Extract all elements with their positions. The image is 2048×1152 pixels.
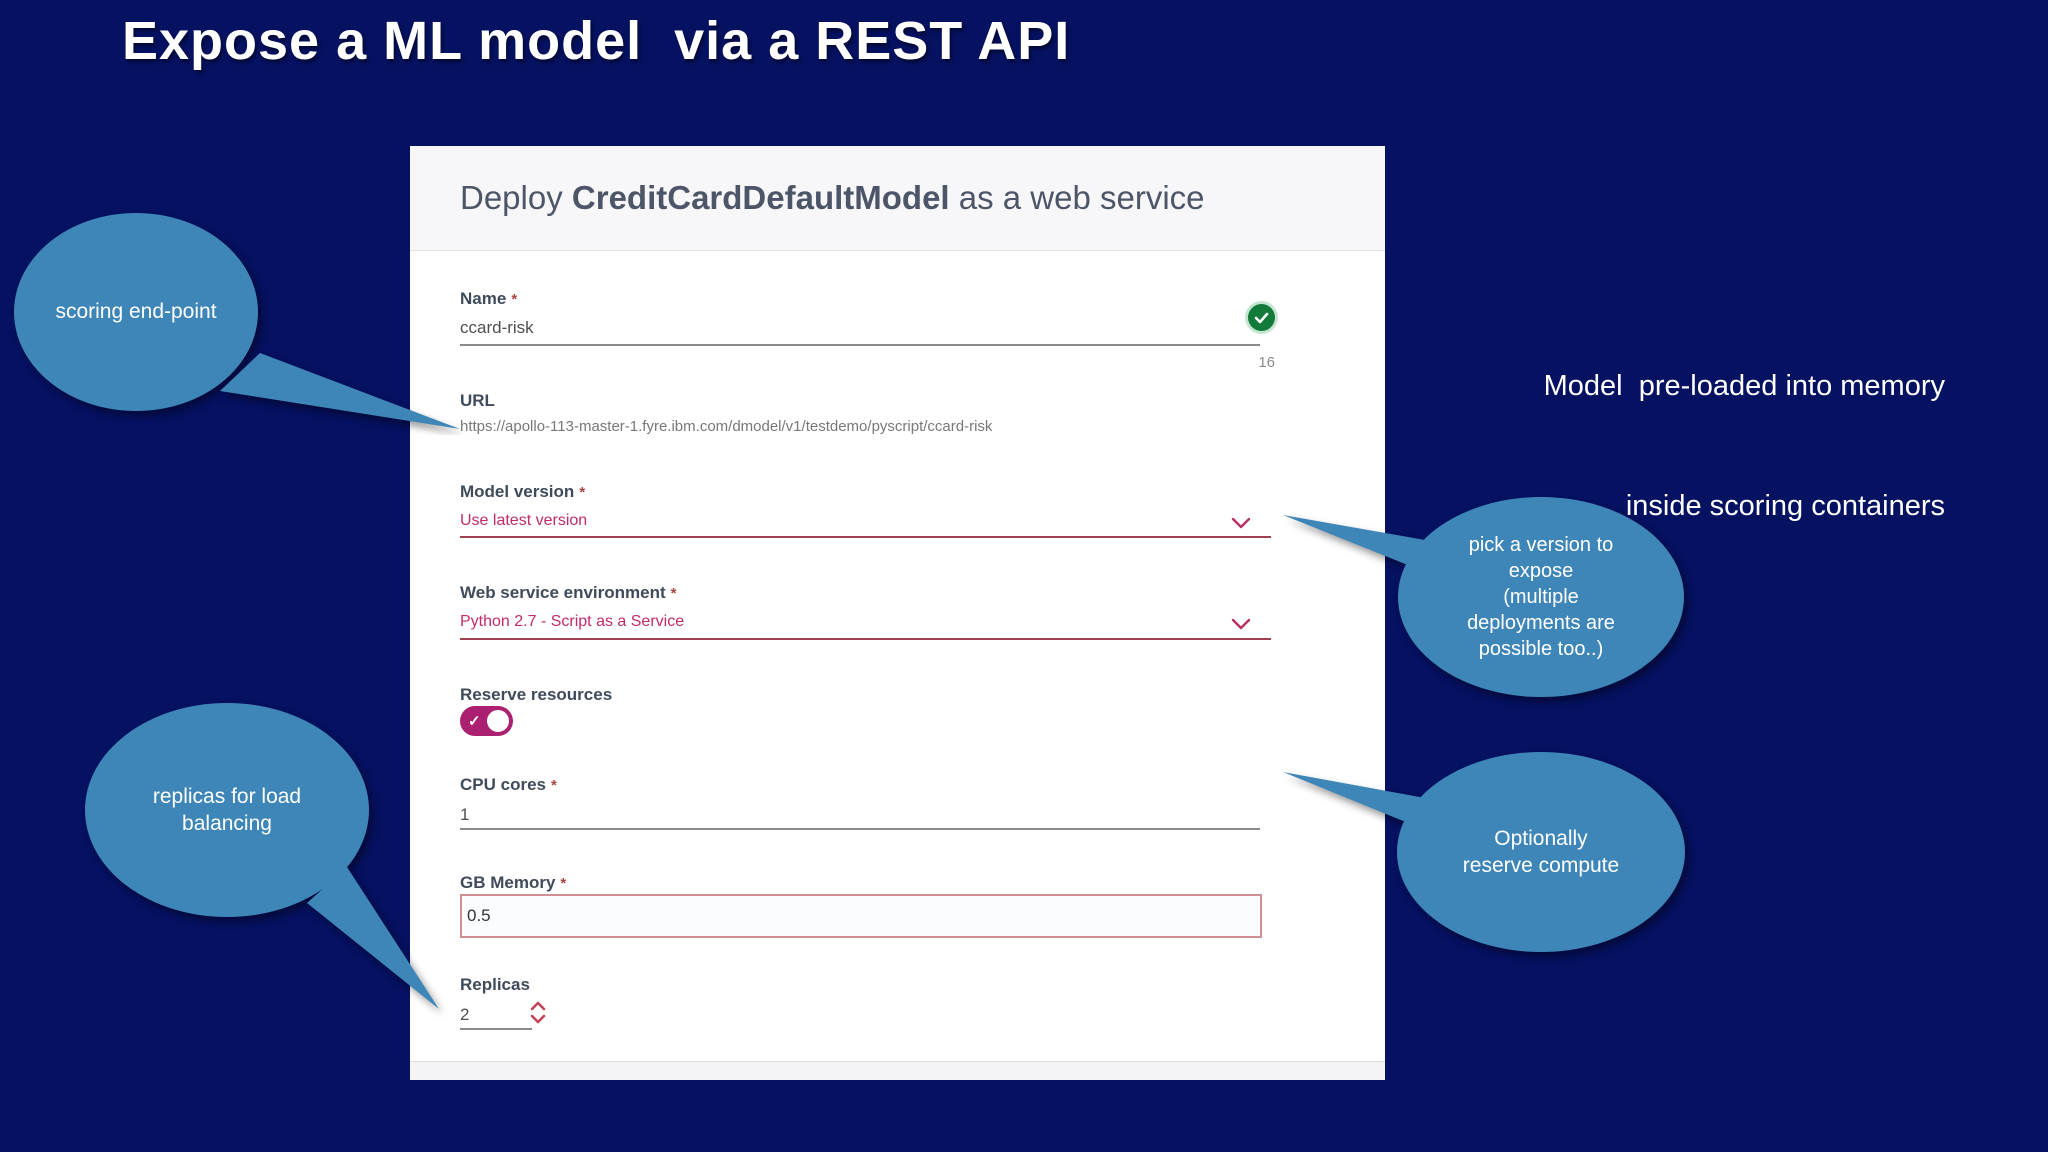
callout-text: possible too..) [1478,638,1604,660]
model-version-underline [460,536,1271,538]
required-asterisk: * [550,777,557,794]
name-input[interactable]: ccard-risk [460,304,1275,338]
callout-text: pick a version to [1468,534,1614,556]
note-line: inside scoring containers [1625,490,1945,523]
replicas-input[interactable]: 2 [460,1005,1275,1025]
web-env-label: Web service environment [460,583,666,602]
url-value: https://apollo-113-master-1.fyre.ibm.com… [460,418,993,435]
callout-replicas: replicas for load balancing [75,695,495,1025]
web-env-label-row: Web service environment* [460,583,1275,603]
stepper-down-icon[interactable] [530,1014,546,1024]
web-env-select[interactable]: Python 2.7 - Script as a Service [460,613,1275,631]
reserve-resources-label-row: Reserve resources [460,685,1275,705]
replicas-stepper[interactable] [530,1001,546,1024]
toggle-knob [485,708,511,734]
callout-text: (multiple [1503,586,1579,608]
gb-memory-input[interactable]: 0.5 [460,894,1262,938]
web-env-underline [460,638,1271,640]
callout-scoring-endpoint: scoring end-point [8,205,468,435]
callout-reserve-compute: Optionally reserve compute [1275,740,1705,965]
callout-text: replicas for load [152,784,302,808]
note-line: Model pre-loaded into memory [1543,370,1945,403]
url-field-label-row: URL [460,391,1275,411]
dialog-title: Deploy CreditCardDefaultModel as a web s… [410,146,1385,251]
required-asterisk: * [670,585,677,602]
callout-text: Optionally [1494,826,1588,850]
url-value-row: https://apollo-113-master-1.fyre.ibm.com… [460,418,1275,436]
cpu-cores-value: 1 [460,805,470,824]
cpu-cores-input[interactable]: 1 [460,805,1275,825]
replicas-value: 2 [460,1005,470,1024]
deploy-dialog: Deploy CreditCardDefaultModel as a web s… [410,146,1385,1080]
stepper-up-icon[interactable] [530,1001,546,1011]
model-version-label: Model version [460,482,575,501]
toggle-check-icon: ✓ [468,713,481,730]
required-asterisk: * [579,484,586,501]
replicas-label: Replicas [460,975,530,994]
note-preloaded-memory: Model pre-loaded into memory inside scor… [1415,286,1945,566]
cpu-cores-label-row: CPU cores* [460,775,1275,795]
model-version-value: Use latest version [460,512,588,529]
char-counter: 16 [1258,354,1275,371]
dialog-title-prefix: Deploy [460,179,572,216]
cpu-cores-underline [460,828,1260,830]
callout-text: reserve compute [1462,854,1620,877]
callout-text: balancing [182,812,272,835]
callout-text: expose [1508,560,1574,582]
check-circle-icon [1248,304,1275,331]
gb-memory-label: GB Memory [460,873,556,892]
slide-title: Expose a ML model via a REST API [122,11,1071,71]
name-counter-row: 16 [460,354,1275,374]
required-asterisk: * [560,875,567,892]
replicas-underline [460,1028,532,1030]
name-label: Name [460,289,507,308]
url-label: URL [460,391,495,410]
name-field-label-row: Name* [460,289,1275,309]
gb-memory-label-row: GB Memory* [460,873,1275,893]
model-version-select[interactable]: Use latest version [460,512,1275,530]
callout-text: scoring end-point [55,300,217,324]
replicas-label-row: Replicas [460,975,1275,995]
name-value: ccard-risk [460,318,534,337]
name-underline [460,344,1260,346]
dialog-title-suffix: as a web service [949,179,1205,216]
dialog-footer [410,1061,1385,1080]
callout-tail [220,353,460,429]
required-asterisk: * [511,291,518,308]
callout-pick-version: pick a version to expose (multiple deplo… [1275,485,1705,710]
callout-text: deployments are [1467,612,1615,634]
web-env-value: Python 2.7 - Script as a Service [460,613,685,630]
chevron-down-icon [1231,516,1251,534]
reserve-resources-toggle[interactable]: ✓ [460,706,513,736]
gb-memory-value: 0.5 [467,906,491,925]
cpu-cores-label: CPU cores [460,775,546,794]
chevron-down-icon [1231,617,1251,635]
model-version-label-row: Model version* [460,482,1275,502]
dialog-title-model-name: CreditCardDefaultModel [571,179,950,216]
reserve-resources-label: Reserve resources [460,685,613,704]
